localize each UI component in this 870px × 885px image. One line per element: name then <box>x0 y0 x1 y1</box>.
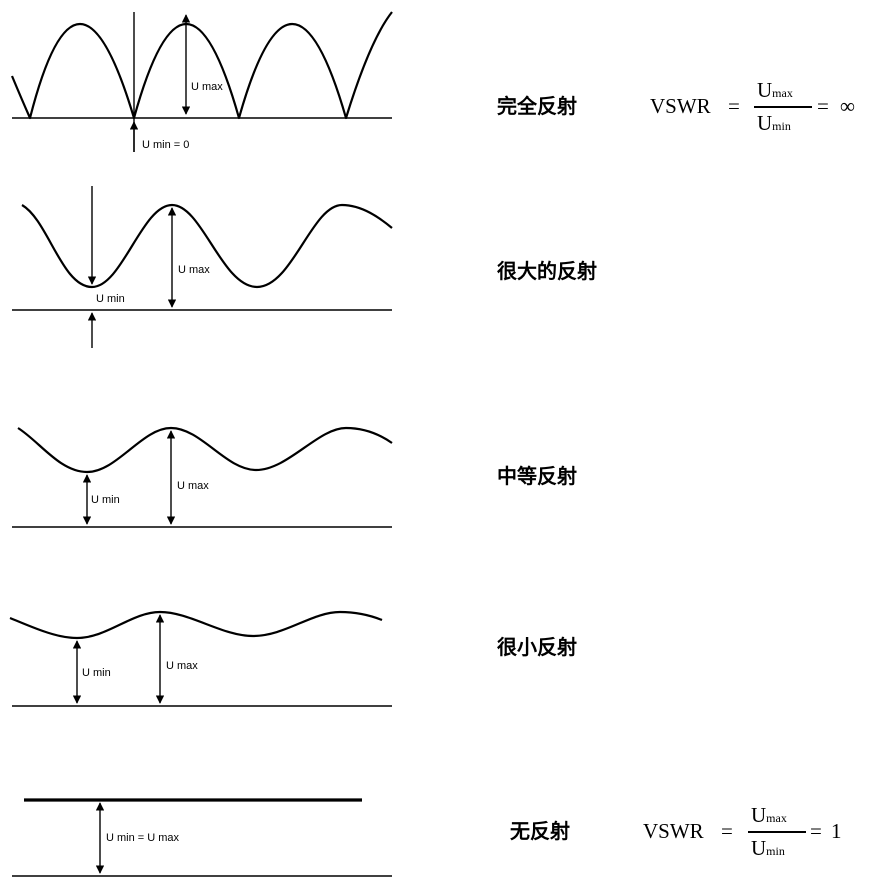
numerator: Umax <box>751 803 787 827</box>
numerator: Umax <box>757 78 793 102</box>
infinity-value: ∞ <box>840 94 855 118</box>
standing-wave-medium <box>17 426 393 474</box>
standing-wave-small <box>9 610 383 640</box>
row-large-reflection: U min U max 很大的反射 <box>12 186 597 348</box>
u-min-label: U min <box>96 293 125 305</box>
row-no-reflection: U min = U max 无反射 <box>12 798 570 877</box>
u-min-label: U min <box>82 667 111 679</box>
u-min-zero-label: U min = 0 <box>142 139 189 151</box>
denominator: Umin <box>757 111 791 135</box>
row-full-reflection: U max U min = 0 完全反射 <box>10 11 577 152</box>
u-min-label: U min <box>91 494 120 506</box>
row-small-reflection: U min U max 很小反射 <box>9 610 577 707</box>
vswr-symbol: VSWR <box>650 94 711 118</box>
equals-sign-2: = <box>817 94 829 118</box>
u-max-label: U max <box>177 480 209 492</box>
row-medium-reflection: U min U max 中等反射 <box>12 426 577 528</box>
equals-sign-2: = <box>810 819 822 843</box>
denominator: Umin <box>751 836 785 860</box>
vswr-symbol: VSWR <box>643 819 704 843</box>
row-label-small-reflection: 很小反射 <box>497 635 577 659</box>
equals-sign: = <box>728 94 740 118</box>
row-label-medium-reflection: 中等反射 <box>497 464 577 488</box>
equals-sign: = <box>721 819 733 843</box>
standing-wave-large <box>21 203 393 289</box>
one-value: 1 <box>831 819 842 843</box>
row-label-no-reflection: 无反射 <box>510 819 570 843</box>
fraction-bar <box>754 106 812 108</box>
u-max-label: U max <box>178 264 210 276</box>
u-min-equals-u-max-label: U min = U max <box>106 832 180 844</box>
standing-wave-full <box>10 11 393 120</box>
row-label-full-reflection: 完全反射 <box>497 94 577 118</box>
row-label-large-reflection: 很大的反射 <box>497 259 597 283</box>
fraction-bar <box>748 831 806 833</box>
u-max-label: U max <box>166 660 198 672</box>
u-max-label: U max <box>191 81 223 93</box>
